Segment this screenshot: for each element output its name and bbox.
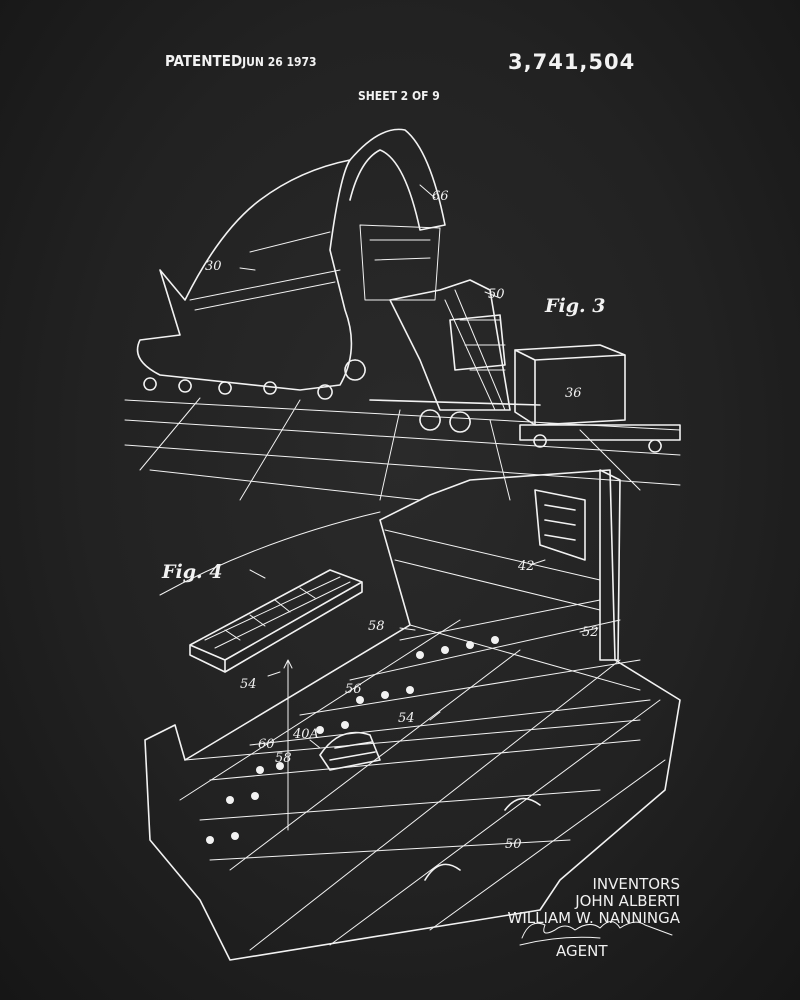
ref-30: 30 — [205, 259, 222, 274]
ref-58b: 58 — [275, 751, 292, 766]
ref-42: 42 — [517, 559, 535, 574]
agent-signature — [519, 921, 673, 946]
ref-54: 54 — [240, 677, 257, 692]
agent-label: AGENT — [556, 942, 608, 960]
ref-40a: 40A — [292, 727, 319, 742]
fig4-floor-drawing: Fig. 4 — [144, 469, 681, 961]
sheet-number: SHEET 2 OF 9 — [358, 89, 440, 103]
inventor-name: JOHN ALBERTI — [575, 892, 680, 910]
ref-56: 56 — [345, 682, 362, 697]
patented-date: JUN 26 1973 — [242, 55, 317, 69]
ref-50b: 50 — [505, 837, 522, 852]
patent-number: 3,741,504 — [508, 50, 636, 74]
inventor-name: WILLIAM W. NANNINGA — [507, 909, 680, 927]
fig3-aircraft-drawing: 66 30 50 36 Fig. 3 — [124, 128, 681, 501]
ref-58: 58 — [368, 619, 385, 634]
ref-52: 52 — [582, 625, 599, 640]
ref-50: 50 — [488, 287, 505, 302]
inventors-block: INVENTORS JOHN ALBERTI WILLIAM W. NANNIN… — [490, 876, 680, 927]
fig4-label: Fig. 4 — [161, 561, 222, 583]
patented-label: PATENTED — [165, 52, 243, 70]
patent-date: PATENTEDJUN 26 1973 — [165, 52, 317, 70]
ref-54b: 54 — [398, 711, 415, 726]
fig3-label: Fig. 3 — [544, 295, 605, 317]
ref-66: 66 — [432, 189, 449, 204]
ref-36: 36 — [565, 386, 582, 401]
ref-60: 60 — [258, 737, 275, 752]
inventors-heading: INVENTORS — [592, 875, 680, 893]
